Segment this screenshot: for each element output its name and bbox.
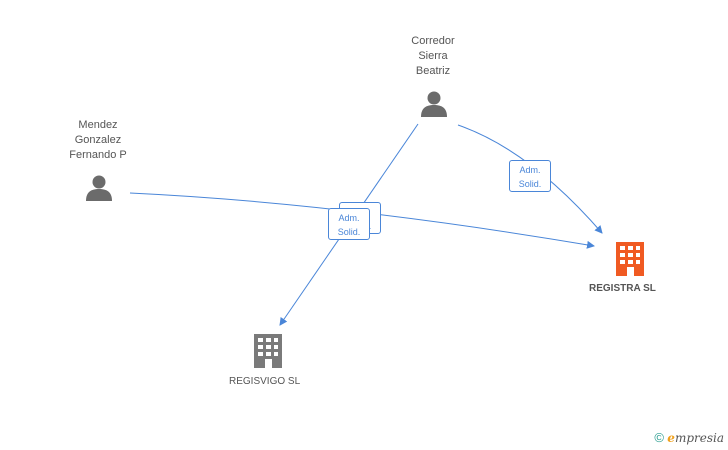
edge-role-box[interactable]: Adm. Solid. xyxy=(509,160,551,192)
brand-initial: e xyxy=(667,431,675,445)
edge-role-line: Solid. xyxy=(337,227,361,237)
copyright-symbol: © xyxy=(654,430,664,445)
person-label-corredor[interactable]: Corredor Sierra Beatriz xyxy=(400,34,466,79)
edge-role-line: Adm. xyxy=(519,165,541,175)
brand-logo: empresia xyxy=(667,431,724,445)
company-label-regisvigo[interactable]: REGISVIGO SL xyxy=(229,376,301,387)
edge-role-box[interactable]: Adm. Solid. xyxy=(328,208,370,240)
person-name-line: Mendez xyxy=(78,119,118,131)
person-name-line: Beatriz xyxy=(415,65,451,77)
building-icon[interactable] xyxy=(254,334,282,368)
brand-name: mpresia xyxy=(674,431,724,445)
company-label-registra[interactable]: REGISTRA SL xyxy=(589,283,656,294)
edge-role-line: Adm. xyxy=(338,213,360,223)
footer-brand: © empresia xyxy=(654,430,724,445)
edge-role-line: Solid. xyxy=(518,179,542,189)
person-name-line: Fernando P xyxy=(69,149,127,161)
person-icon[interactable] xyxy=(421,91,447,118)
building-icon[interactable] xyxy=(616,242,644,276)
person-name-line: Gonzalez xyxy=(74,134,122,146)
person-name-line: Corredor xyxy=(411,35,455,47)
person-icon[interactable] xyxy=(86,175,112,202)
person-label-mendez[interactable]: Mendez Gonzalez Fernando P xyxy=(58,118,138,163)
person-name-line: Sierra xyxy=(418,50,448,62)
